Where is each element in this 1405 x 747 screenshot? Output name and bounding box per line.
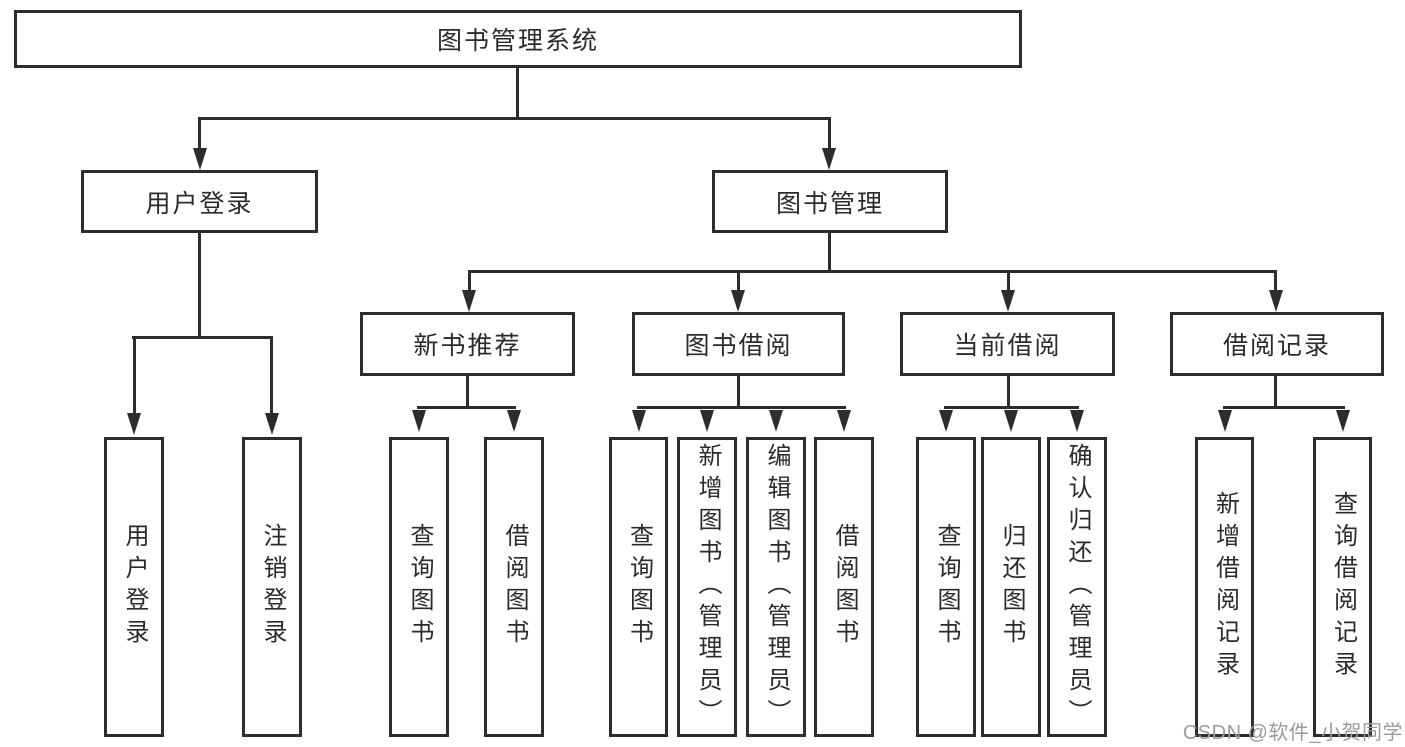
connector-line [468, 270, 471, 290]
connector-line [828, 233, 831, 273]
leaf-add-borrow-record-label: 新增借阅记录 [1211, 491, 1239, 683]
connector-line [1007, 376, 1010, 409]
arrow-down-icon [1269, 290, 1283, 312]
leaf-confirm-return-admin-label: 确认归还（管理员） [1064, 443, 1091, 731]
arrow-down-icon [769, 410, 783, 432]
leaf-logout: 注销登录 [242, 437, 302, 737]
node-book-management-label: 图书管理 [775, 189, 884, 218]
connector-line [198, 233, 201, 339]
node-user-login-label: 用户登录 [145, 189, 254, 218]
arrow-down-icon [412, 410, 426, 432]
connector-line [417, 406, 516, 409]
arrow-down-icon [731, 290, 745, 312]
connector-line [468, 270, 1276, 273]
node-new-book-recommend: 新书推荐 [360, 312, 575, 376]
node-root-label: 图书管理系统 [436, 27, 599, 55]
arrow-down-icon [462, 290, 476, 312]
arrow-down-icon [193, 148, 207, 170]
leaf-query-books-recommend-label: 查询图书 [406, 523, 433, 651]
arrow-down-icon [939, 410, 953, 432]
leaf-edit-books-admin: 编辑图书（管理员） [746, 437, 806, 737]
connector-line [198, 117, 831, 120]
leaf-query-books-current: 查询图书 [916, 437, 976, 737]
leaf-user-login: 用户登录 [104, 437, 164, 737]
node-book-borrow-label: 图书借阅 [684, 332, 793, 360]
leaf-query-books-borrow: 查询图书 [609, 437, 668, 737]
arrow-down-icon [1336, 410, 1350, 432]
arrow-down-icon [127, 413, 141, 435]
connector-line [132, 336, 273, 339]
connector-line [737, 270, 740, 290]
connector-line [133, 336, 136, 414]
node-current-borrow-label: 当前借阅 [953, 332, 1062, 360]
arrow-down-icon [837, 410, 851, 432]
node-root: 图书管理系统 [14, 10, 1022, 68]
leaf-query-borrow-record: 查询借阅记录 [1313, 437, 1372, 737]
connector-line [1223, 406, 1345, 409]
arrow-down-icon [1004, 410, 1018, 432]
leaf-edit-books-admin-label: 编辑图书（管理员） [763, 443, 790, 731]
connector-line [466, 376, 469, 409]
leaf-query-books-current-label: 查询图书 [933, 523, 960, 651]
connector-line [198, 117, 201, 150]
arrow-down-icon [1070, 410, 1084, 432]
leaf-borrow-books-recommend: 借阅图书 [484, 437, 544, 737]
node-current-borrow: 当前借阅 [900, 312, 1115, 376]
node-borrow-records: 借阅记录 [1170, 312, 1384, 376]
leaf-user-login-label: 用户登录 [121, 523, 148, 651]
node-borrow-records-label: 借阅记录 [1222, 332, 1331, 360]
leaf-add-books-admin: 新增图书（管理员） [677, 437, 737, 737]
connector-line [270, 336, 273, 414]
arrow-down-icon [265, 413, 279, 435]
arrow-down-icon [1218, 410, 1232, 432]
leaf-add-borrow-record: 新增借阅记录 [1195, 437, 1254, 737]
leaf-return-books: 归还图书 [981, 437, 1041, 737]
leaf-confirm-return-admin: 确认归还（管理员） [1047, 437, 1107, 737]
connector-line [1274, 376, 1277, 409]
connector-line [944, 406, 1079, 409]
connector-line [828, 117, 831, 150]
csdn-watermark: CSDN @软件_小贺同学 [1182, 722, 1403, 744]
leaf-query-books-recommend: 查询图书 [389, 437, 449, 737]
arrow-down-icon [1001, 290, 1015, 312]
leaf-query-books-borrow-label: 查询图书 [625, 523, 653, 651]
leaf-borrow-books-2-label: 借阅图书 [831, 523, 858, 651]
node-book-borrow: 图书借阅 [632, 312, 845, 376]
arrow-down-icon [507, 410, 521, 432]
connector-line [516, 66, 519, 119]
connector-line [737, 376, 740, 409]
arrow-down-icon [822, 148, 836, 170]
leaf-logout-label: 注销登录 [259, 523, 286, 651]
leaf-return-books-label: 归还图书 [998, 523, 1025, 651]
connector-line [1007, 270, 1010, 290]
node-new-book-recommend-label: 新书推荐 [413, 332, 522, 360]
connector-line [637, 406, 846, 409]
leaf-query-borrow-record-label: 查询借阅记录 [1329, 491, 1357, 683]
leaf-add-books-admin-label: 新增图书（管理员） [694, 443, 721, 731]
connector-line [1274, 270, 1277, 290]
node-user-login: 用户登录 [81, 170, 318, 233]
arrow-down-icon [700, 410, 714, 432]
arrow-down-icon [632, 410, 646, 432]
node-book-management: 图书管理 [712, 170, 948, 233]
leaf-borrow-books-recommend-label: 借阅图书 [501, 523, 528, 651]
leaf-borrow-books-2: 借阅图书 [814, 437, 874, 737]
